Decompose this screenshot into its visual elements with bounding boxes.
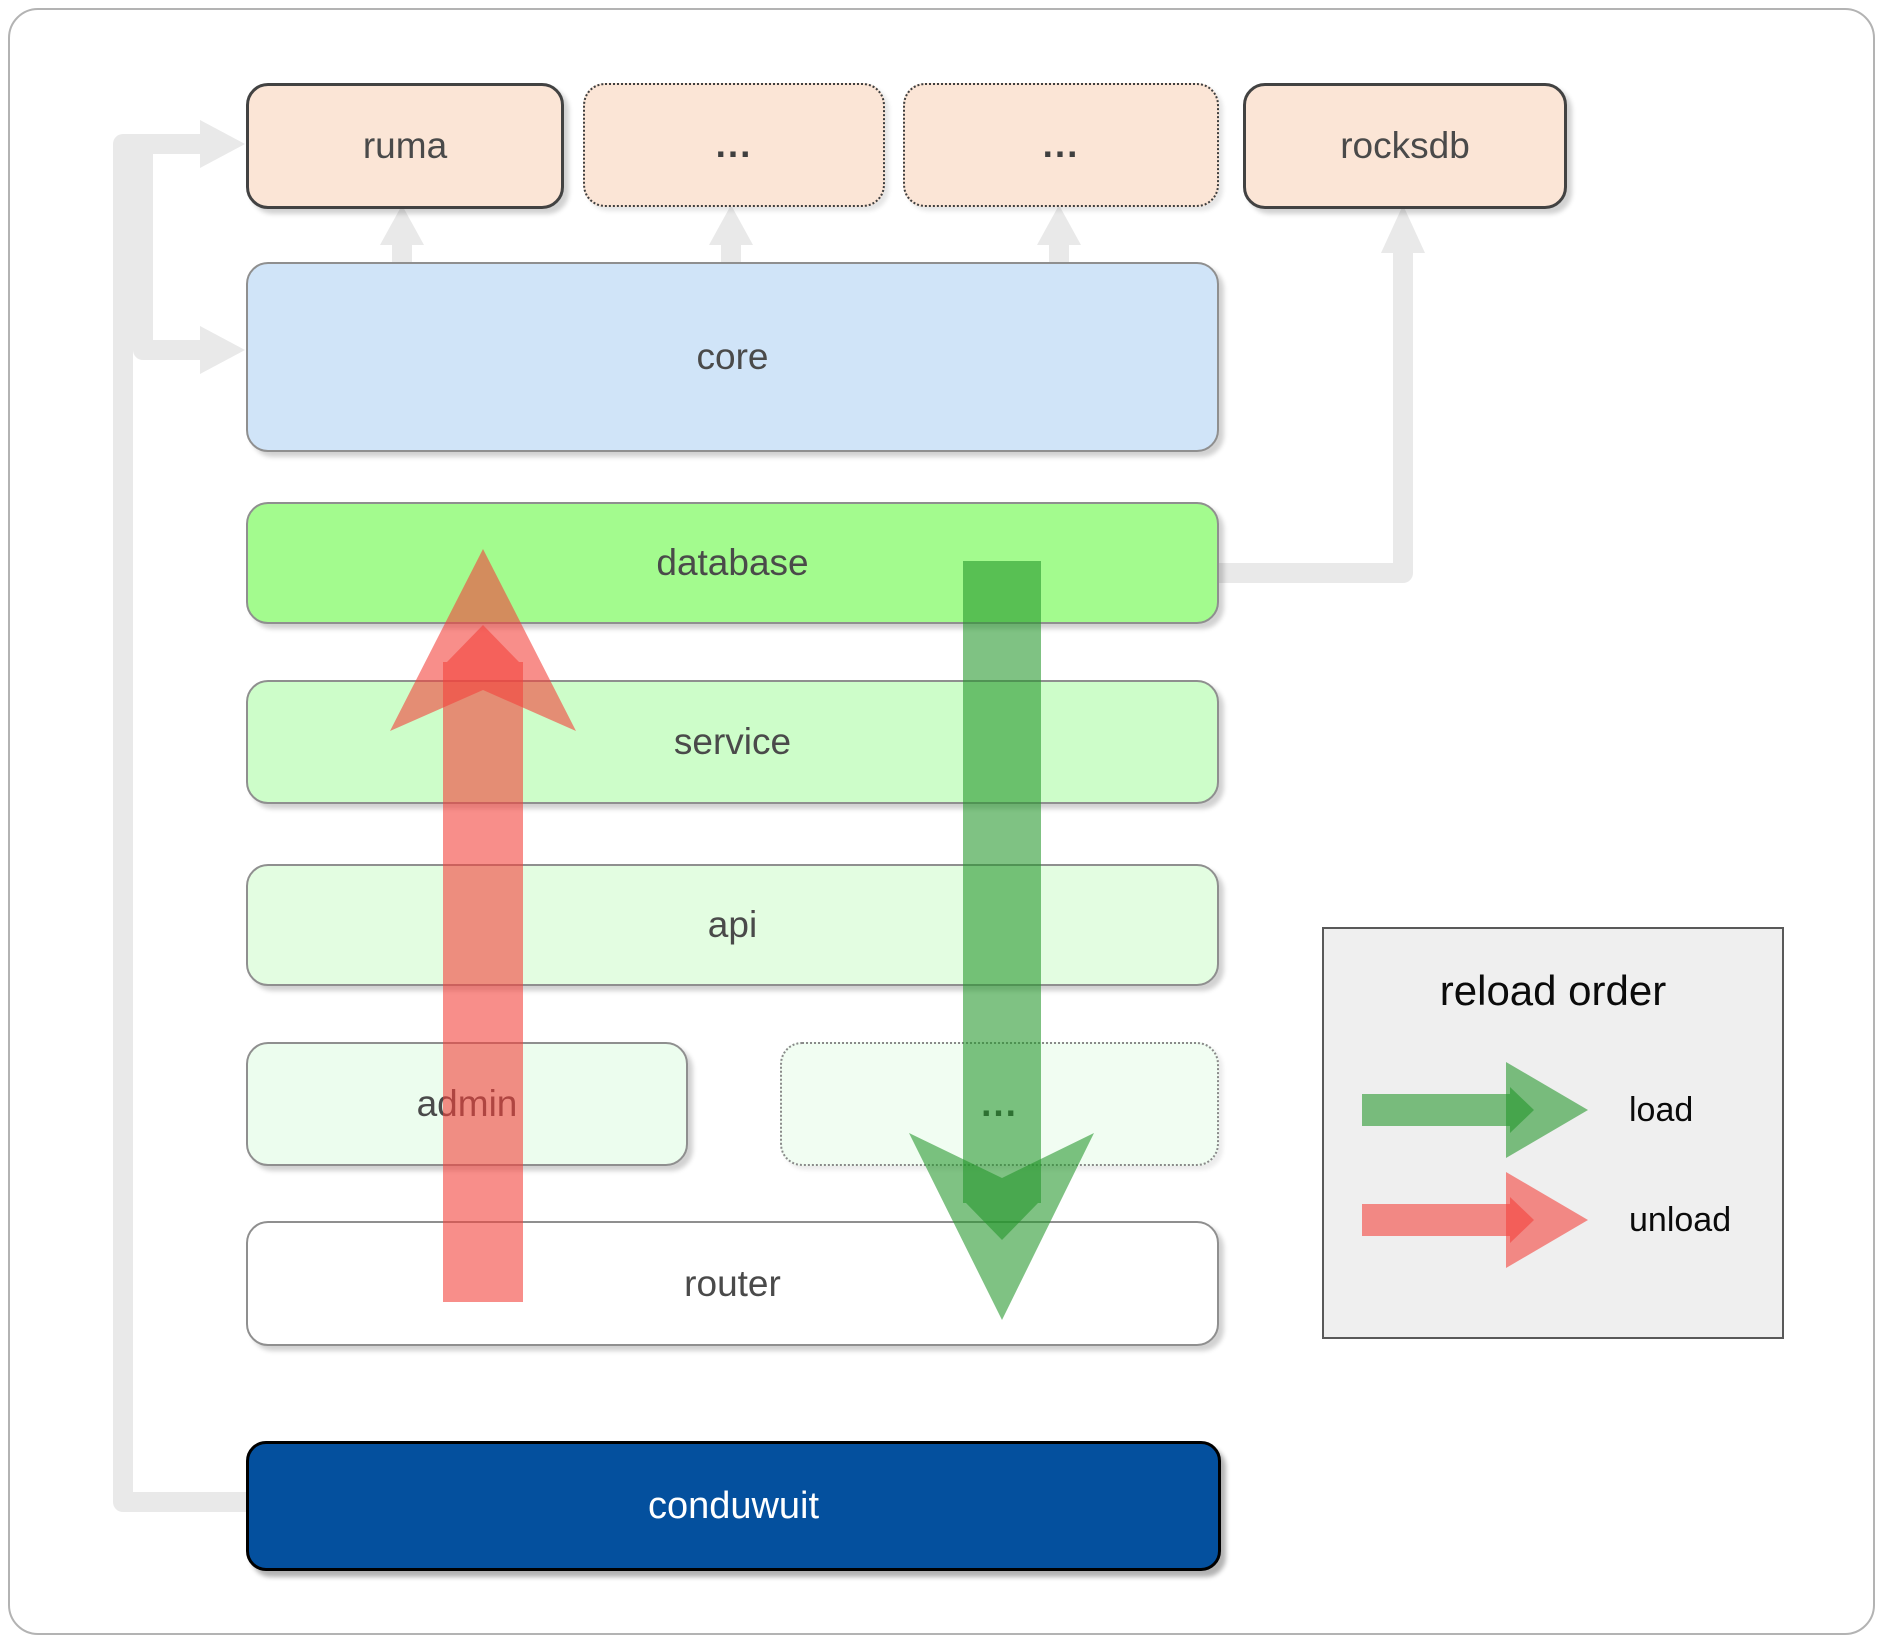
box-rocksdb: rocksdb [1243,83,1567,209]
box-admin-label: admin [416,1083,518,1124]
legend-arrows [1362,1062,1588,1268]
box-database-label: database [656,542,809,583]
box-core-label: core [696,336,769,377]
box-conduwuit: conduwuit [246,1441,1221,1571]
legend-unload-label: unload [1629,1201,1732,1239]
legend-reload-order: reload order load unload [1322,927,1784,1339]
legend-title: reload order [1439,967,1667,1014]
box-router: router [246,1221,1219,1346]
unload-arrow-icon [1362,1172,1588,1268]
box-core: core [246,262,1219,452]
box-ruma-label: ruma [362,125,448,166]
box-dependency-a-label: ... [715,124,753,165]
diagram-frame [8,8,1875,1635]
box-database: database [246,502,1219,624]
box-rocksdb-label: rocksdb [1340,125,1470,166]
box-dependency-a: ... [583,83,885,207]
box-api-label: api [707,904,758,945]
box-service-more: ... [780,1042,1219,1166]
box-service: service [246,680,1219,804]
box-service-label: service [673,721,792,762]
box-conduwuit-label: conduwuit [647,1484,820,1527]
box-service-more-label: ... [981,1083,1018,1124]
box-ruma: ruma [246,83,564,209]
box-api: api [246,864,1219,986]
box-dependency-b-label: ... [1042,124,1080,165]
box-router-label: router [684,1262,781,1304]
legend-load-label: load [1629,1091,1694,1129]
load-arrow-icon [1362,1062,1588,1158]
box-dependency-b: ... [903,83,1219,207]
box-admin: admin [246,1042,688,1166]
